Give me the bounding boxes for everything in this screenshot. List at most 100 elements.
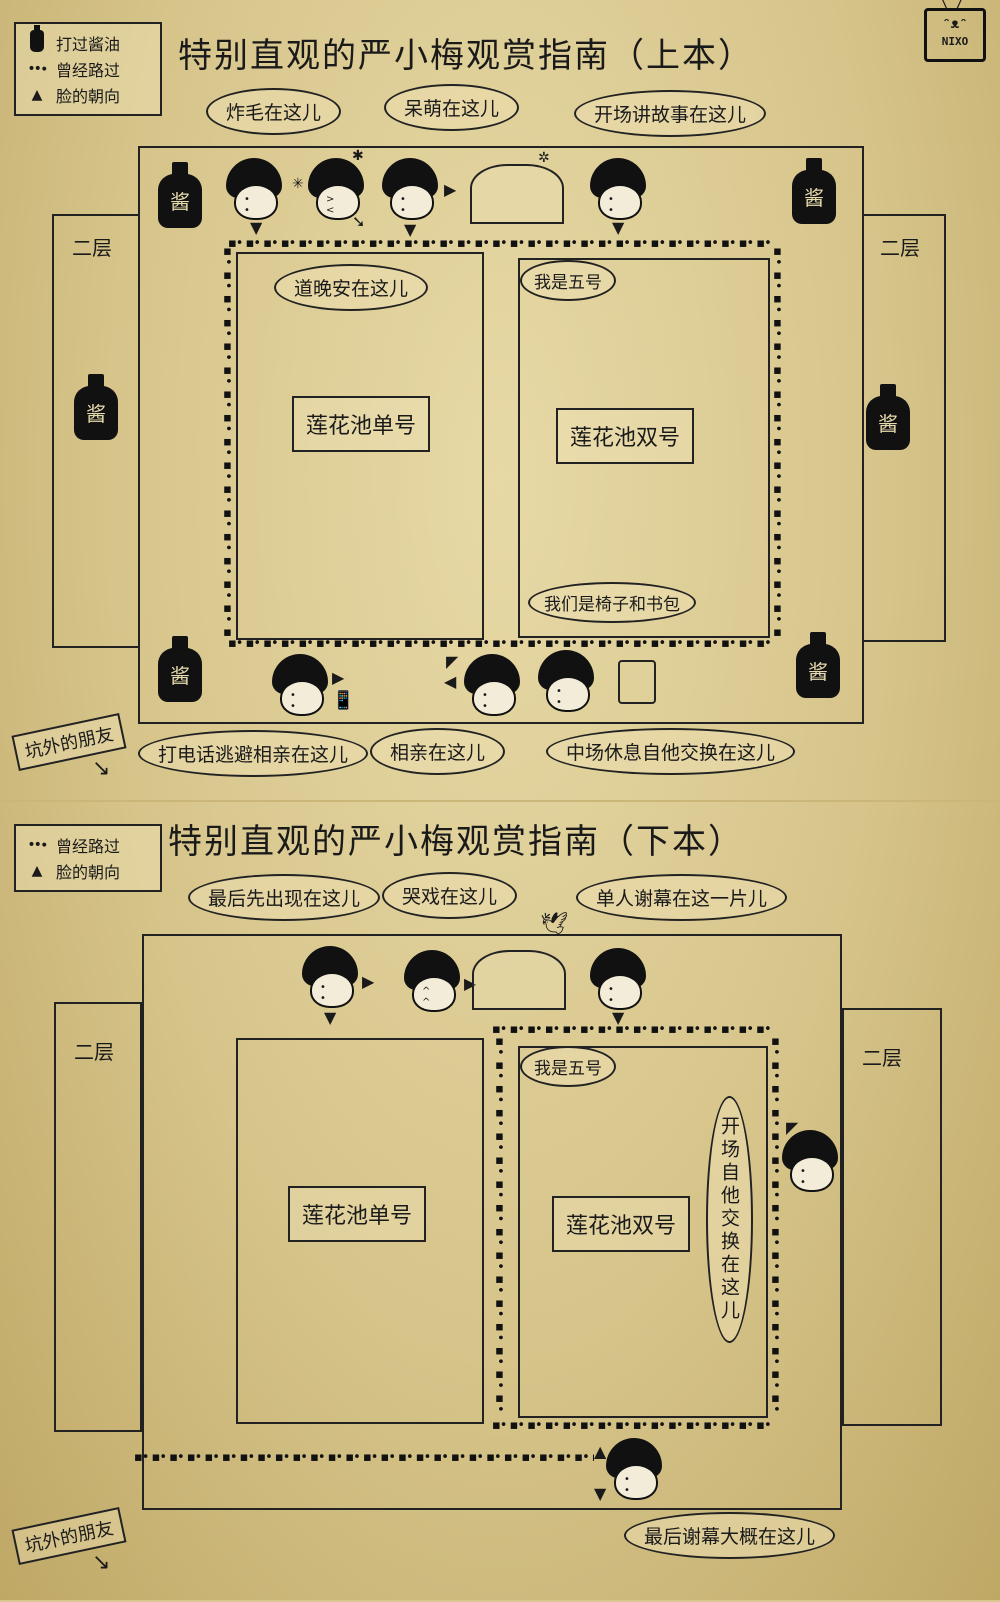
soy-bottle-icon: 酱 xyxy=(74,374,118,440)
soy-bottle-icon: 酱 xyxy=(792,158,836,224)
bubble-goodnight: 道晚安在这儿 xyxy=(274,264,429,311)
bubble-seat-five: 我是五号 xyxy=(520,1046,616,1087)
stage-curtain-icon xyxy=(470,164,564,224)
seats-single-top xyxy=(236,252,484,640)
down-right-arrow-icon: ➘ xyxy=(352,212,366,231)
pool-single-label-bottom: 莲花池单号 xyxy=(288,1186,427,1242)
down-arrow-icon: ▼ xyxy=(612,1008,625,1027)
bubble-cry: 哭戏在这儿 xyxy=(382,872,518,919)
footprints-path: ▪• ▪• ▪• ▪• ▪• ▪• ▪• ▪• ▪• ▪• ▪• ▪• ▪• ▪… xyxy=(228,636,774,651)
pool-double-label-top: 莲花池双号 xyxy=(556,408,695,464)
character-head-icon: • • xyxy=(464,654,520,716)
soy-bottle-icon: 酱 xyxy=(158,636,202,702)
down-arrow-icon: ▼ xyxy=(324,1008,337,1027)
up-arrow-icon: ▲ xyxy=(31,863,43,879)
bubble-solo: 单人谢幕在这一片儿 xyxy=(576,874,788,921)
footprints-path: ▪• ▪• ▪• ▪• ▪• ▪• ▪• ▪• ▪• ▪• ▪• ▪• ▪• ▪… xyxy=(134,1450,594,1465)
down-arrow-icon: ▼ xyxy=(594,1484,607,1503)
character-head-icon: • • xyxy=(538,650,594,712)
soy-bottle-icon: 酱 xyxy=(866,384,910,450)
footsteps-icon: ••∙ xyxy=(27,61,48,77)
bubble-lastfirst: 最后先出现在这儿 xyxy=(188,874,381,921)
seats-double-bottom xyxy=(518,1046,768,1418)
bubble-opening: 开场自他交换在这儿 xyxy=(706,1096,753,1343)
legend-bottom: ••∙ 曾经路过 ▲ 脸的朝向 xyxy=(14,824,162,892)
footprints-path: ▪• ▪• ▪• ▪• ▪• ▪• ▪• ▪• ▪• ▪• ▪• ▪• ▪• ▪… xyxy=(492,1022,774,1037)
down-arrow-icon: ↘ xyxy=(92,756,111,781)
pool-single-label-top: 莲花池单号 xyxy=(292,396,431,452)
balcony-left-label-top: 二层 xyxy=(72,236,112,260)
bubble-curtain: 最后谢幕大概在这儿 xyxy=(624,1512,836,1559)
bubble-intermission: 中场休息自他交换在这儿 xyxy=(546,728,796,775)
footprints-path: ▪• ▪• ▪• ▪• ▪• ▪• ▪• ▪• ▪• ▪• ▪• ▪• ▪• ▪… xyxy=(228,236,774,251)
right-arrow-icon: ▶ xyxy=(332,668,345,687)
phone-icon: 📱 xyxy=(332,690,355,711)
seats-double-top xyxy=(518,258,770,638)
character-head-icon: • • xyxy=(590,158,646,220)
balcony-left-bottom xyxy=(54,1002,142,1432)
balcony-left-top xyxy=(52,214,140,648)
soy-bottle-icon: 酱 xyxy=(158,162,202,228)
down-arrow-icon: ▼ xyxy=(612,218,625,237)
footprints-path: ▪• ▪• ▪• ▪• ▪• ▪• ▪• ▪• ▪• ▪• ▪• ▪• ▪• ▪… xyxy=(770,244,785,636)
character-head-icon: • • xyxy=(590,948,646,1010)
soy-bottle-icon: 酱 xyxy=(796,632,840,698)
seats-single-bottom xyxy=(236,1038,484,1424)
footsteps-icon: ••∙ xyxy=(27,837,48,853)
bubble-zhamao: 炸毛在这儿 xyxy=(206,88,342,135)
legend-steps-label: 曾经路过 xyxy=(56,837,121,856)
balcony-right-label-top: 二层 xyxy=(880,236,920,260)
page-title-top: 特别直观的严小梅观赏指南（上本） xyxy=(178,36,754,76)
character-head-icon: ^ ^ xyxy=(404,950,460,1012)
down-arrow-icon: ▼ xyxy=(250,218,263,237)
character-head-icon: • • xyxy=(302,946,358,1008)
theater-hall-bottom xyxy=(142,934,842,1510)
up-left-arrow-icon: ◤ xyxy=(446,652,459,671)
left-arrow-icon: ◀ xyxy=(444,672,457,691)
legend-bottle-label: 打过酱油 xyxy=(56,35,121,54)
balcony-right-bottom xyxy=(842,1008,942,1426)
balcony-right-top xyxy=(862,214,946,642)
down-arrow-icon: ▼ xyxy=(404,220,417,239)
balcony-left-label-bottom: 二层 xyxy=(74,1040,114,1064)
character-head-icon: > < xyxy=(308,158,364,220)
bubble-blinddate: 相亲在这儿 xyxy=(370,728,506,775)
footprints-path: ▪• ▪• ▪• ▪• ▪• ▪• ▪• ▪• ▪• ▪• ▪• ▪• ▪• ▪… xyxy=(768,1034,783,1418)
balcony-right-label-bottom: 二层 xyxy=(862,1046,902,1070)
soy-bottle-icon xyxy=(30,25,44,52)
legend-top: 打过酱油 ••∙ 曾经路过 ▲ 脸的朝向 xyxy=(14,22,162,116)
up-arrow-icon: ▲ xyxy=(31,87,43,103)
down-arrow-icon: ↘ xyxy=(92,1550,111,1575)
anger-mark-icon: ✳ xyxy=(292,176,304,192)
anger-mark-icon: ✱ xyxy=(352,148,364,164)
pool-double-label-bottom: 莲花池双号 xyxy=(552,1196,691,1252)
bubble-seat-five: 我是五号 xyxy=(520,260,616,301)
character-head-icon: • • xyxy=(272,654,328,716)
stage-curtain-icon xyxy=(472,950,566,1010)
bubble-chair-bag: 我们是椅子和书包 xyxy=(528,582,696,623)
legend-face-label: 脸的朝向 xyxy=(56,863,121,882)
footprints-path: ▪• ▪• ▪• ▪• ▪• ▪• ▪• ▪• ▪• ▪• ▪• ▪• ▪• ▪… xyxy=(492,1418,774,1433)
chair-icon xyxy=(618,660,656,704)
guide-bottom-section: ••∙ 曾经路过 ▲ 脸的朝向 特别直观的严小梅观赏指南（下本） 二层 二层 莲花池… xyxy=(0,800,1000,1602)
page-title-bottom: 特别直观的严小梅观赏指南（下本） xyxy=(168,822,744,862)
character-head-icon: • • xyxy=(226,158,282,220)
bubble-story: 开场讲故事在这儿 xyxy=(574,90,767,137)
footprints-path: ▪• ▪• ▪• ▪• ▪• ▪• ▪• ▪• ▪• ▪• ▪• ▪• ▪• ▪… xyxy=(492,1034,507,1418)
sparkle-icon: ✲ xyxy=(538,150,550,166)
up-arrow-icon: ▲ xyxy=(594,1442,607,1461)
bubble-phone: 打电话逃避相亲在这儿 xyxy=(138,730,369,777)
character-head-icon: • • xyxy=(782,1130,838,1192)
guide-top-section: 打过酱油 ••∙ 曾经路过 ▲ 脸的朝向 特别直观的严小梅观赏指南（上本） ᵔᴥᵔN… xyxy=(0,0,1000,800)
character-head-icon: • • xyxy=(382,158,438,220)
legend-steps-label: 曾经路过 xyxy=(56,61,121,80)
legend-face-label: 脸的朝向 xyxy=(56,87,121,106)
bubble-daimeng: 呆萌在这儿 xyxy=(384,84,520,131)
footprints-path: ▪• ▪• ▪• ▪• ▪• ▪• ▪• ▪• ▪• ▪• ▪• ▪• ▪• ▪… xyxy=(220,244,235,636)
angel-bird-icon: 🕊 xyxy=(540,912,568,937)
up-left-arrow-icon: ◤ xyxy=(786,1118,799,1137)
character-head-icon: • • xyxy=(606,1438,662,1500)
right-arrow-icon: ▶ xyxy=(362,972,375,991)
